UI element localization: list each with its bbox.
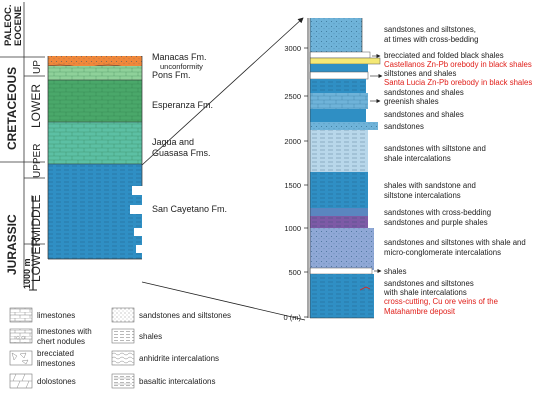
formation-pons: Pons Fm.: [152, 70, 191, 80]
annotation-text: sandstones with cross-bedding: [384, 208, 491, 217]
annotation-text: micro-conglomerate intercalations: [384, 248, 501, 257]
legend-label: dolostones: [37, 377, 76, 386]
epoch-label-lower-cret: LOWER: [29, 84, 43, 128]
depth-tick-2500: 2500: [284, 92, 301, 101]
annotation-text: shales with sandstone and: [384, 181, 476, 190]
legend-swatch-limestones: [9, 307, 33, 323]
annotation-text: shale intercalations: [384, 154, 451, 163]
svg-text:◇ ◇: ◇ ◇: [16, 335, 25, 341]
depth-tick-1500: 1500: [284, 181, 301, 190]
legend-label: brecciated: [37, 349, 74, 358]
layer-shales-500: [309, 267, 373, 275]
legend-label: chert nodules: [37, 337, 85, 346]
legend-swatch-anhidrite: [111, 350, 135, 366]
depth-tick-1000: 1000: [284, 224, 301, 233]
legend-swatch-shales: [111, 328, 135, 344]
epoch-label-upper-jur: UPPER: [32, 144, 43, 178]
annotation-text: sandstones and siltstones: [384, 279, 474, 288]
cu-vein-mark: [359, 286, 371, 291]
legend-label: limestones: [37, 359, 75, 368]
formation-unconformity: unconformity: [160, 62, 203, 71]
formation-san-cayetano: San Cayetano Fm.: [152, 204, 227, 214]
legend-swatch-basaltic: [111, 373, 135, 389]
formation-manacas: Manacas Fm.: [152, 52, 207, 62]
right-column-body: [309, 18, 381, 319]
legend-label: limestones: [37, 311, 75, 320]
annotation-text: at times with cross-bedding: [384, 35, 478, 44]
depth-tick-3000: 3000: [284, 44, 301, 53]
annotation-text-red: Castellanos Zn-Pb orebody in black shale…: [384, 60, 532, 69]
depth-tick-2000: 2000: [284, 137, 301, 146]
left-column-body: [47, 56, 143, 260]
legend-swatch-sandstones: [111, 307, 135, 323]
annotation-text-red: Santa Lucia Zn-Pb orebody in black shale…: [384, 78, 532, 87]
epoch-label-middle-jur: MIDDLE: [29, 195, 43, 240]
annotation-text: sandstones and siltstones,: [384, 25, 476, 34]
legend-swatch-chert: [9, 328, 33, 344]
legend: limestones ◇ ◇ limestones with chert nod…: [9, 307, 231, 389]
formation-jagua-line2: Guasasa Fms.: [152, 148, 211, 158]
layer-black-shales: [309, 51, 371, 59]
legend-label: limestones with: [37, 327, 92, 336]
annotation-text: sandstones and siltstones with shale and: [384, 238, 526, 247]
annotation-text: brecciated and folded black shales: [384, 51, 504, 60]
annotation-text-red: Matahambre deposit: [384, 307, 456, 316]
layer-castellanos: [309, 57, 381, 65]
period-label-jurassic: JURASSIC: [5, 214, 19, 275]
annotation-text: siltstones and shales: [384, 69, 456, 78]
legend-label: basaltic intercalations: [139, 377, 215, 386]
period-label-paleoc: PALEOC.: [3, 4, 14, 46]
layer-santa-lucia: [309, 71, 369, 80]
annotation-text: sandstones: [384, 122, 424, 131]
annotation-text-red: cross-cutting, Cu ore veins of the: [384, 297, 498, 306]
zoom-arrow-bottom: [141, 281, 306, 321]
annotation-text: greenish shales: [384, 97, 439, 106]
depth-ticks: [304, 47, 308, 318]
annotation-text: with shale intercalations: [383, 288, 467, 297]
annotation-text: sandstones with siltstone and: [384, 144, 486, 153]
period-label-cretaceous: CRETACEOUS: [5, 67, 19, 150]
layer-sandstones-shales-2: [310, 109, 366, 122]
formation-esperanza: Esperanza Fm.: [152, 100, 213, 110]
annotation-text: sandstones and shales: [384, 110, 464, 119]
legend-label: shales: [139, 332, 162, 341]
annotation-text: sandstones and purple shales: [384, 218, 488, 227]
scale-bar-label: 1000 m: [22, 258, 32, 289]
annotation-text: siltstone intercalations: [384, 191, 461, 200]
legend-label: sandstones and siltstones: [139, 311, 231, 320]
layer-cross-bedding: [310, 208, 368, 216]
annotation-text: shales: [384, 267, 407, 276]
layer-siltstones-shales: [310, 64, 368, 72]
legend-label: anhidrite intercalations: [139, 354, 219, 363]
right-annotations: sandstones and siltstones, at times with…: [383, 25, 532, 316]
epoch-label-up: UP: [32, 60, 43, 74]
left-column: PALEOC. EOCENE CRETACEOUS JURASSIC UP LO…: [0, 2, 227, 291]
annotation-text: sandstones and shales: [384, 88, 464, 97]
legend-swatch-brecciated: [9, 350, 33, 366]
zoom-arrow-top: [141, 17, 304, 166]
depth-tick-0: 0 (m): [284, 313, 302, 322]
right-column: 3000 2500 2000 1500 1000 500 0 (m): [284, 18, 532, 322]
formation-jagua-line1: Jagua and: [152, 137, 194, 147]
depth-tick-500: 500: [288, 268, 301, 277]
period-label-eocene: EOCENE: [13, 6, 24, 46]
